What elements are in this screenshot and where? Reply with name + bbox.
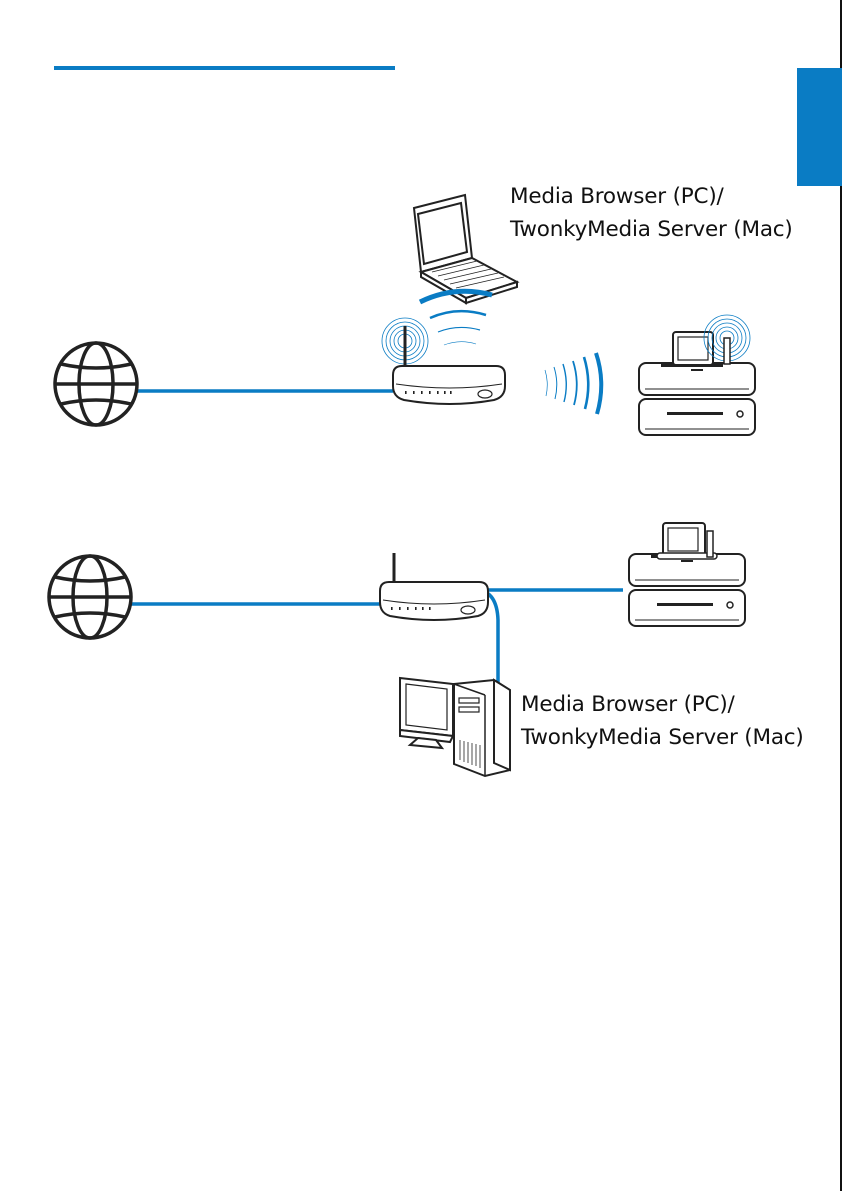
wifi-waves-icon	[418, 288, 493, 346]
media-player-icon	[628, 522, 746, 627]
wired-setup	[47, 522, 746, 778]
wifi-signal-icon	[544, 352, 604, 415]
laptop-icon	[412, 193, 520, 305]
desktop-computer-icon	[399, 676, 511, 778]
computer-label-line1: Media Browser (PC)/	[510, 184, 724, 209]
globe-icon	[53, 341, 139, 427]
section-header-rule	[54, 66, 395, 70]
globe-icon	[47, 554, 133, 640]
computer-label-line2: TwonkyMedia Server (Mac)	[510, 217, 793, 242]
page-edge	[840, 0, 842, 1191]
computer-label-line2: TwonkyMedia Server (Mac)	[521, 725, 804, 750]
computer-label-line1: Media Browser (PC)/	[521, 692, 735, 717]
wireless-setup	[53, 193, 756, 436]
router-icon	[379, 581, 489, 621]
media-player-icon	[638, 331, 756, 436]
wired-computer-label: Media Browser (PC)/ TwonkyMedia Server (…	[521, 688, 804, 754]
wireless-router-icon	[392, 365, 506, 405]
wireless-computer-label: Media Browser (PC)/ TwonkyMedia Server (…	[510, 180, 793, 246]
language-tab	[797, 68, 842, 186]
